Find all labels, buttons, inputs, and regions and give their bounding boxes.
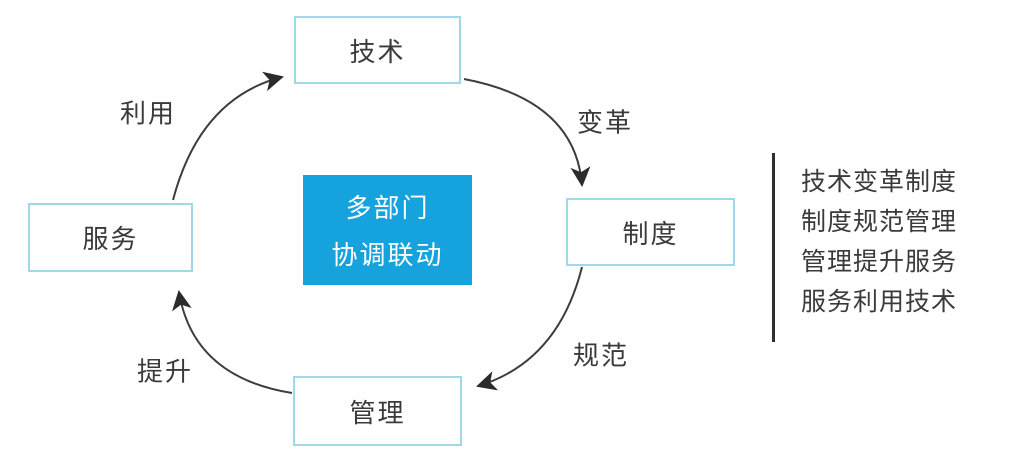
node-technology: 技术: [294, 16, 461, 84]
center-hub-line1: 多部门: [345, 193, 430, 223]
node-institution: 制度: [566, 198, 735, 266]
node-management: 管理: [293, 376, 462, 446]
center-hub: 多部门 协调联动: [303, 175, 472, 285]
arc-management-to-service: [172, 290, 293, 394]
legend-line-1: 技术变革制度: [801, 168, 958, 196]
legend-divider: [772, 153, 775, 342]
legend-line-4: 服务利用技术: [801, 288, 958, 316]
center-hub-line2: 协调联动: [331, 240, 444, 270]
node-management-label: 管理: [349, 397, 406, 428]
arc-service-to-tech: [172, 71, 284, 201]
edge-label-regulate: 规范: [572, 340, 630, 371]
legend: 技术变革制度 制度规范管理 管理提升服务 服务利用技术: [801, 162, 957, 322]
arc-tech-to-institution: [463, 78, 591, 187]
node-service-label: 服务: [82, 224, 139, 254]
node-technology-label: 技术: [349, 36, 406, 67]
edge-label-improve: 提升: [136, 356, 194, 387]
arc-institution-to-management: [476, 266, 583, 391]
node-institution-label: 制度: [622, 218, 679, 249]
legend-line-2: 制度规范管理: [801, 208, 958, 236]
edge-label-reform: 变革: [576, 107, 634, 138]
edge-label-utilize: 利用: [119, 98, 177, 129]
legend-line-3: 管理提升服务: [801, 248, 958, 276]
node-service: 服务: [28, 203, 193, 272]
